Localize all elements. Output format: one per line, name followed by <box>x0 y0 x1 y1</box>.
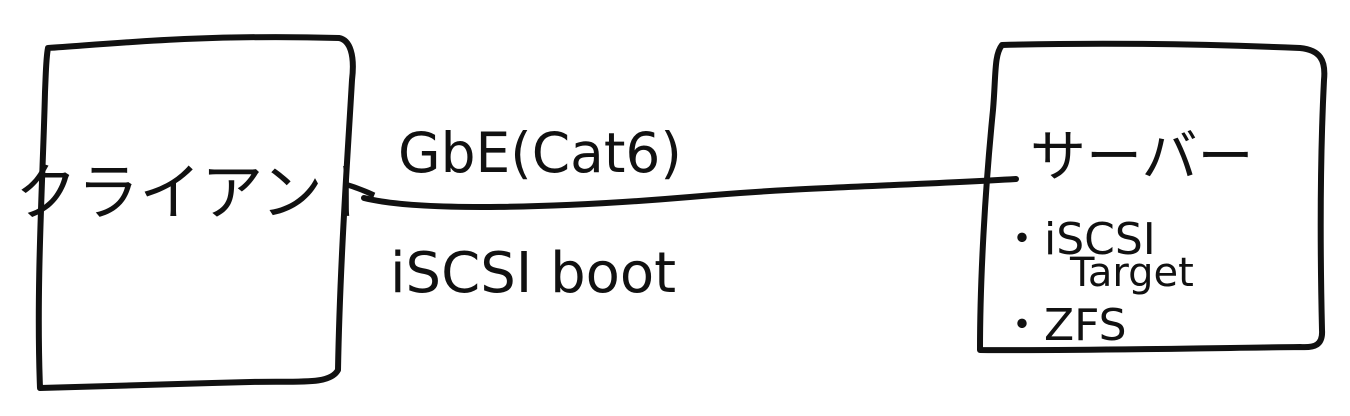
client-label: クライアント <box>15 156 385 229</box>
connection-bottom-label: iSCSI boot <box>390 241 676 306</box>
server-item-target: Target <box>1069 250 1194 296</box>
server-item-iscsi: ・iSCSI <box>1000 214 1156 265</box>
client-box <box>35 34 356 391</box>
server-item-zfs: ・ZFS <box>1000 300 1127 351</box>
connection-line <box>361 176 1019 210</box>
server-box <box>977 40 1328 354</box>
connection-top-label: GbE(Cat6) <box>398 121 682 185</box>
server-title: サーバー <box>1030 125 1253 190</box>
